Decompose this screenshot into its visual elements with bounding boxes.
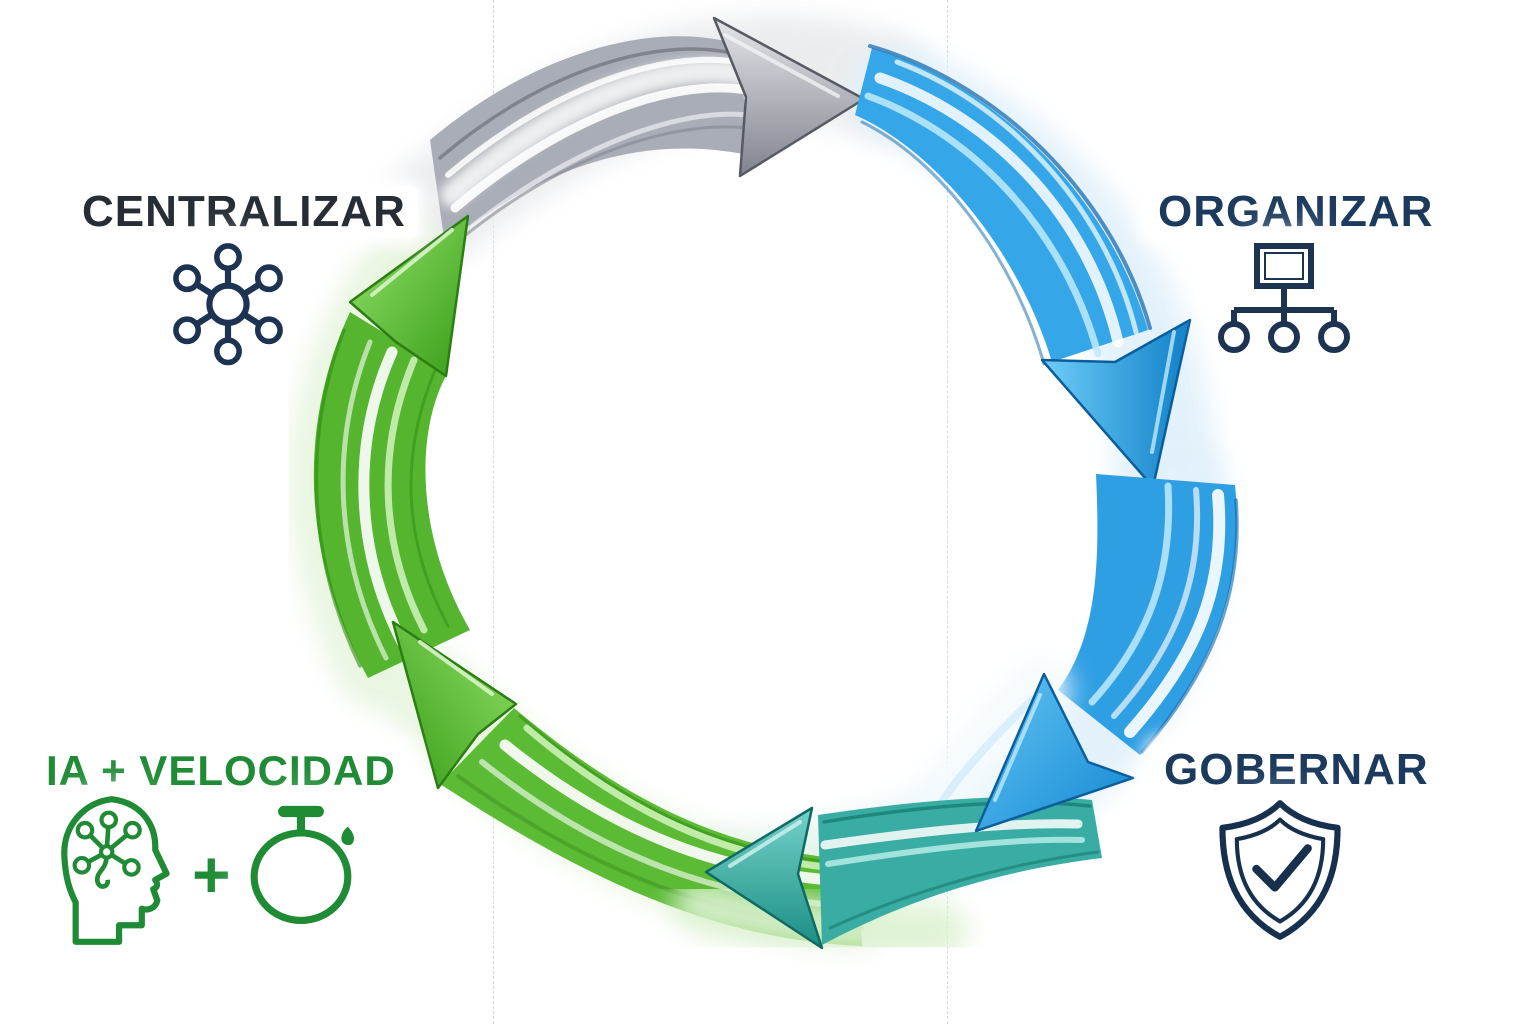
cycle-arrow-right-upper [855, 44, 1192, 489]
hub-network-icon [173, 243, 283, 366]
stopwatch-icon [250, 805, 355, 925]
stage-label-centralizar: CENTRALIZAR [70, 186, 418, 239]
stage-label-organizar: ORGANIZAR [1146, 186, 1446, 239]
cycle-arrow-top [430, 16, 866, 245]
fold-line-right [947, 0, 948, 1024]
fold-line-left [493, 0, 494, 1024]
org-chart-icon [1218, 243, 1350, 353]
brain-head-icon [61, 796, 170, 945]
cycle-arrow-bottom-head [704, 806, 824, 950]
shield-check-icon [1219, 800, 1341, 940]
cycle-arrow-bottom [818, 796, 1102, 945]
cycle-arrow-bottom-left-head [391, 620, 518, 790]
plus-icon: + [192, 837, 231, 911]
cycle-arrow-right-lower-head [974, 672, 1135, 833]
stage-label-gobernar: GOBERNAR [1152, 744, 1441, 797]
cycle-arrow-left [313, 214, 470, 678]
stage-label-ia-velocidad: IA + VELOCIDAD [34, 746, 408, 797]
